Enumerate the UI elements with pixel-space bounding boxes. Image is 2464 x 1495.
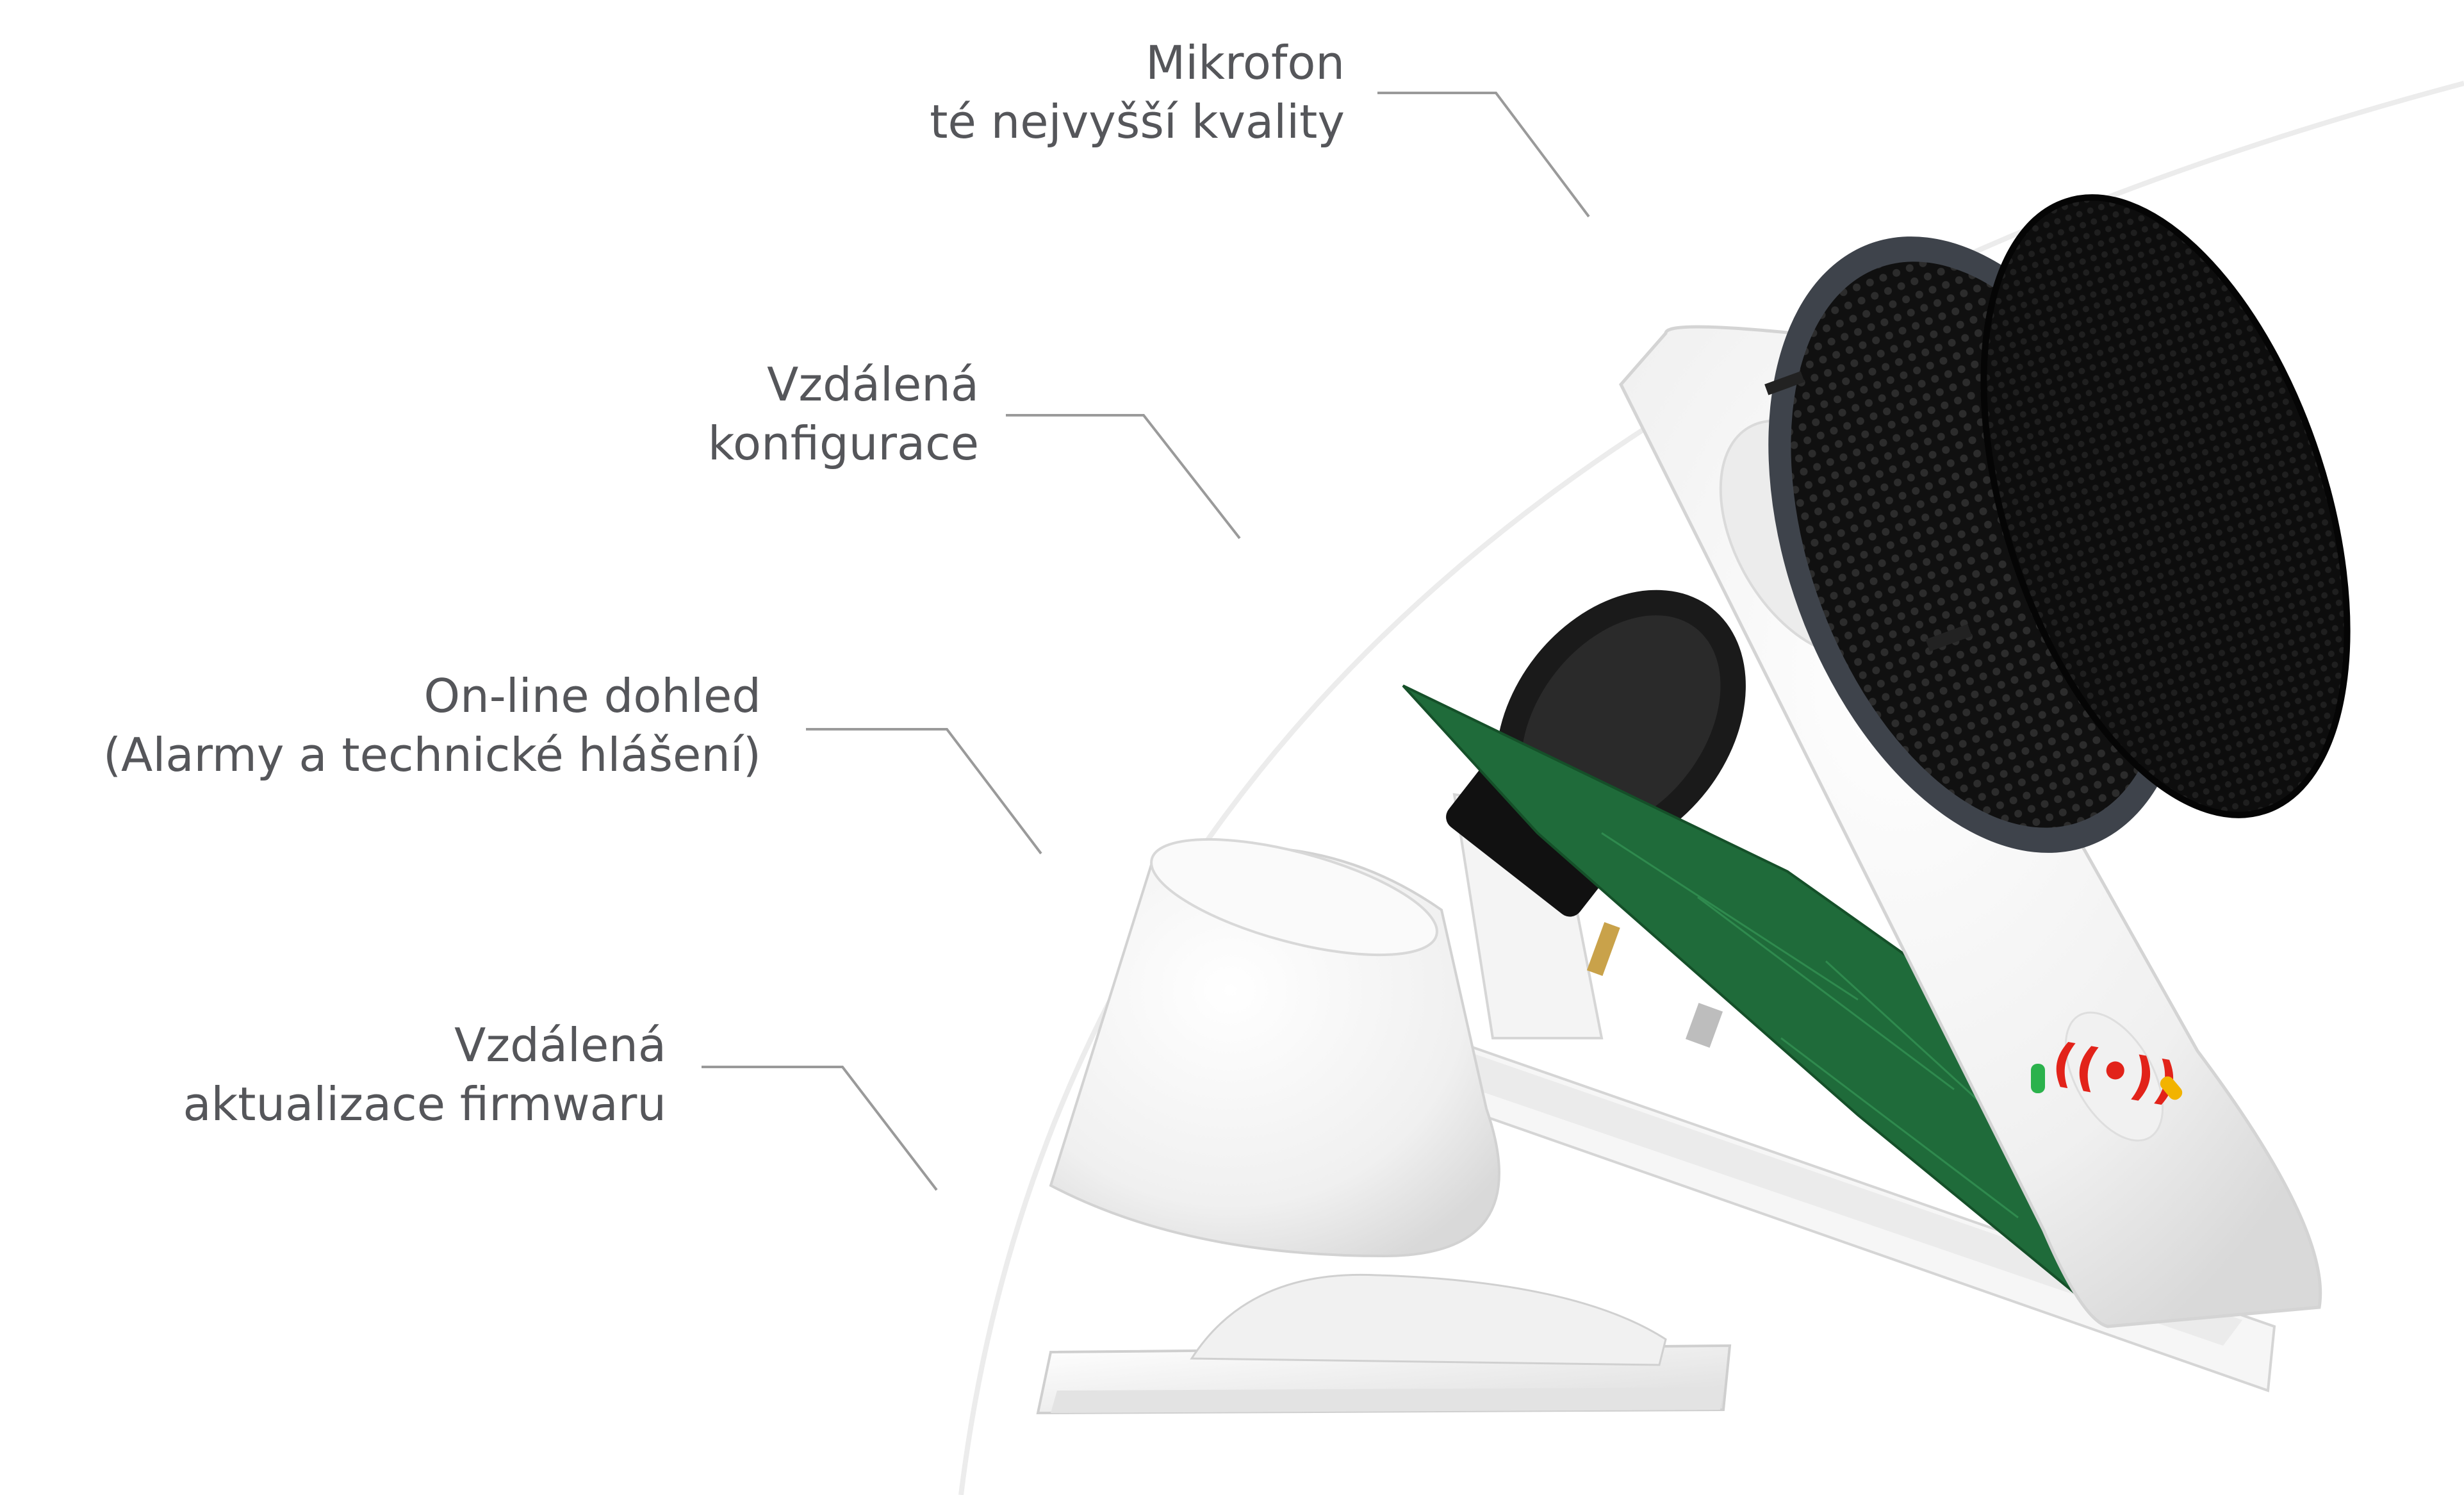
pcb-connector-2 bbox=[1685, 1002, 1723, 1048]
callout-firmware-line2: aktualizace firmwaru bbox=[183, 1077, 666, 1131]
bracket-cup-rim bbox=[1150, 838, 1438, 957]
wall-plate-shadow bbox=[1051, 1387, 1723, 1413]
mesh-cover bbox=[1980, 194, 2351, 818]
led-green bbox=[2031, 1064, 2045, 1093]
callout-monitoring-line2: (Alarmy a technické hlášení) bbox=[103, 728, 761, 782]
leader-line-config bbox=[1006, 414, 1241, 540]
callout-firmware-line1: Vzdálená bbox=[454, 1018, 666, 1072]
front-cover-inner bbox=[1409, 1038, 2242, 1346]
callout-monitoring: On-line dohled (Alarmy a technické hláše… bbox=[103, 666, 761, 784]
led-yellow bbox=[2160, 1076, 2183, 1100]
callout-firmware: Vzdálená aktualizace firmwaru bbox=[183, 1016, 666, 1134]
pcb-connector bbox=[1586, 921, 1620, 977]
leader-line-microphone bbox=[1377, 92, 1590, 218]
callout-microphone-line2: té nejvyšší kvality bbox=[930, 95, 1345, 149]
leader-line-monitoring bbox=[806, 728, 1042, 855]
callout-microphone: Mikrofon té nejvyšší kvality bbox=[930, 33, 1345, 151]
leader-line-firmware bbox=[702, 1066, 938, 1191]
mount-foot bbox=[1190, 1273, 1667, 1366]
callout-config-line1: Vzdálená bbox=[767, 358, 979, 411]
pcb-traces bbox=[1601, 832, 2051, 1219]
callout-config-line2: konfigurace bbox=[707, 417, 979, 470]
callout-microphone-line1: Mikrofon bbox=[1146, 36, 1345, 90]
callout-config: Vzdálená konfigurace bbox=[708, 355, 979, 473]
callout-monitoring-line1: On-line dohled bbox=[423, 669, 762, 723]
